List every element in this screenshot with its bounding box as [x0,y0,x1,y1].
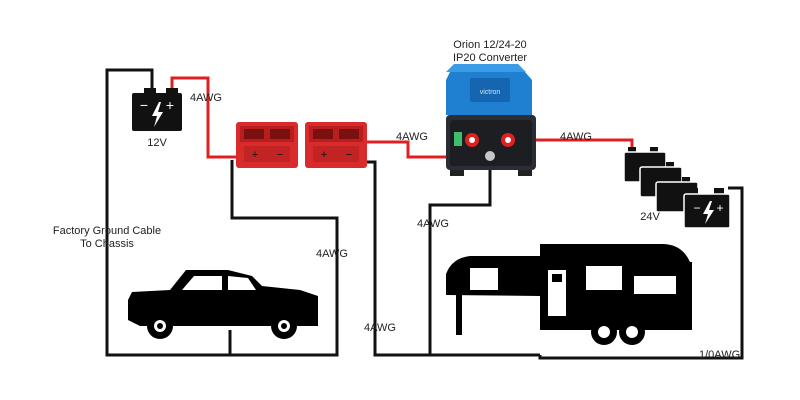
svg-text:victron: victron [480,89,501,96]
converter-title-line2: IP20 Converter [453,52,527,64]
anderson-connector-left: + − [236,122,298,168]
ground-wire-converter [428,170,492,355]
converter-title-line1: Orion 12/24-20 [453,39,526,51]
svg-text:+: + [716,201,723,215]
battery-12v: − + [132,88,182,131]
wire-label-battery-to-connector: 4AWG [190,92,222,104]
orion-converter: victron [446,64,536,176]
ground-wire-24v-bank [690,186,744,360]
ground-wires [105,68,744,360]
positive-wire-battery-to-connector [170,76,238,159]
wire-label-converter-ground: 4AWG [417,218,449,230]
ground-wire-trailer-bottom [538,355,690,360]
battery-12v-pos-terminal: + [166,97,174,113]
wire-label-converter-to-24v: 4AWG [560,131,592,143]
fifth-wheel-trailer-icon [446,244,692,345]
ground-note-line1: Factory Ground Cable [53,225,161,237]
svg-text:−: − [693,201,700,215]
ground-wire-connector-left [230,160,339,357]
wire-label-trailer-ground: 1/0AWG [699,349,740,361]
anderson-connector-right: + − [305,122,367,168]
ground-wire-battery-to-chassis [105,68,232,357]
wire-label-connector-to-converter: 4AWG [396,131,428,143]
connector-left-neg: − [277,149,283,161]
battery-24v-label: 24V [640,211,660,223]
battery-24v-4: − + [683,188,731,229]
wire-label-chassis-bottom: 4AWG [364,322,396,334]
wire-label-connector-ground: 4AWG [316,248,348,260]
battery-12v-neg-terminal: − [140,97,148,113]
connector-right-pos: + [321,149,327,161]
ground-wire-connector-right [367,160,540,357]
battery-bank-24v: − + [623,147,731,229]
battery-12v-label: 12V [147,137,167,149]
pickup-truck-icon [128,270,318,339]
ground-note-line2: To Chassis [80,238,134,250]
connector-right-neg: − [346,149,352,161]
connector-left-pos: + [252,149,258,161]
battery-24v-bolt-icon [703,201,714,224]
battery-bolt-icon [152,102,163,127]
